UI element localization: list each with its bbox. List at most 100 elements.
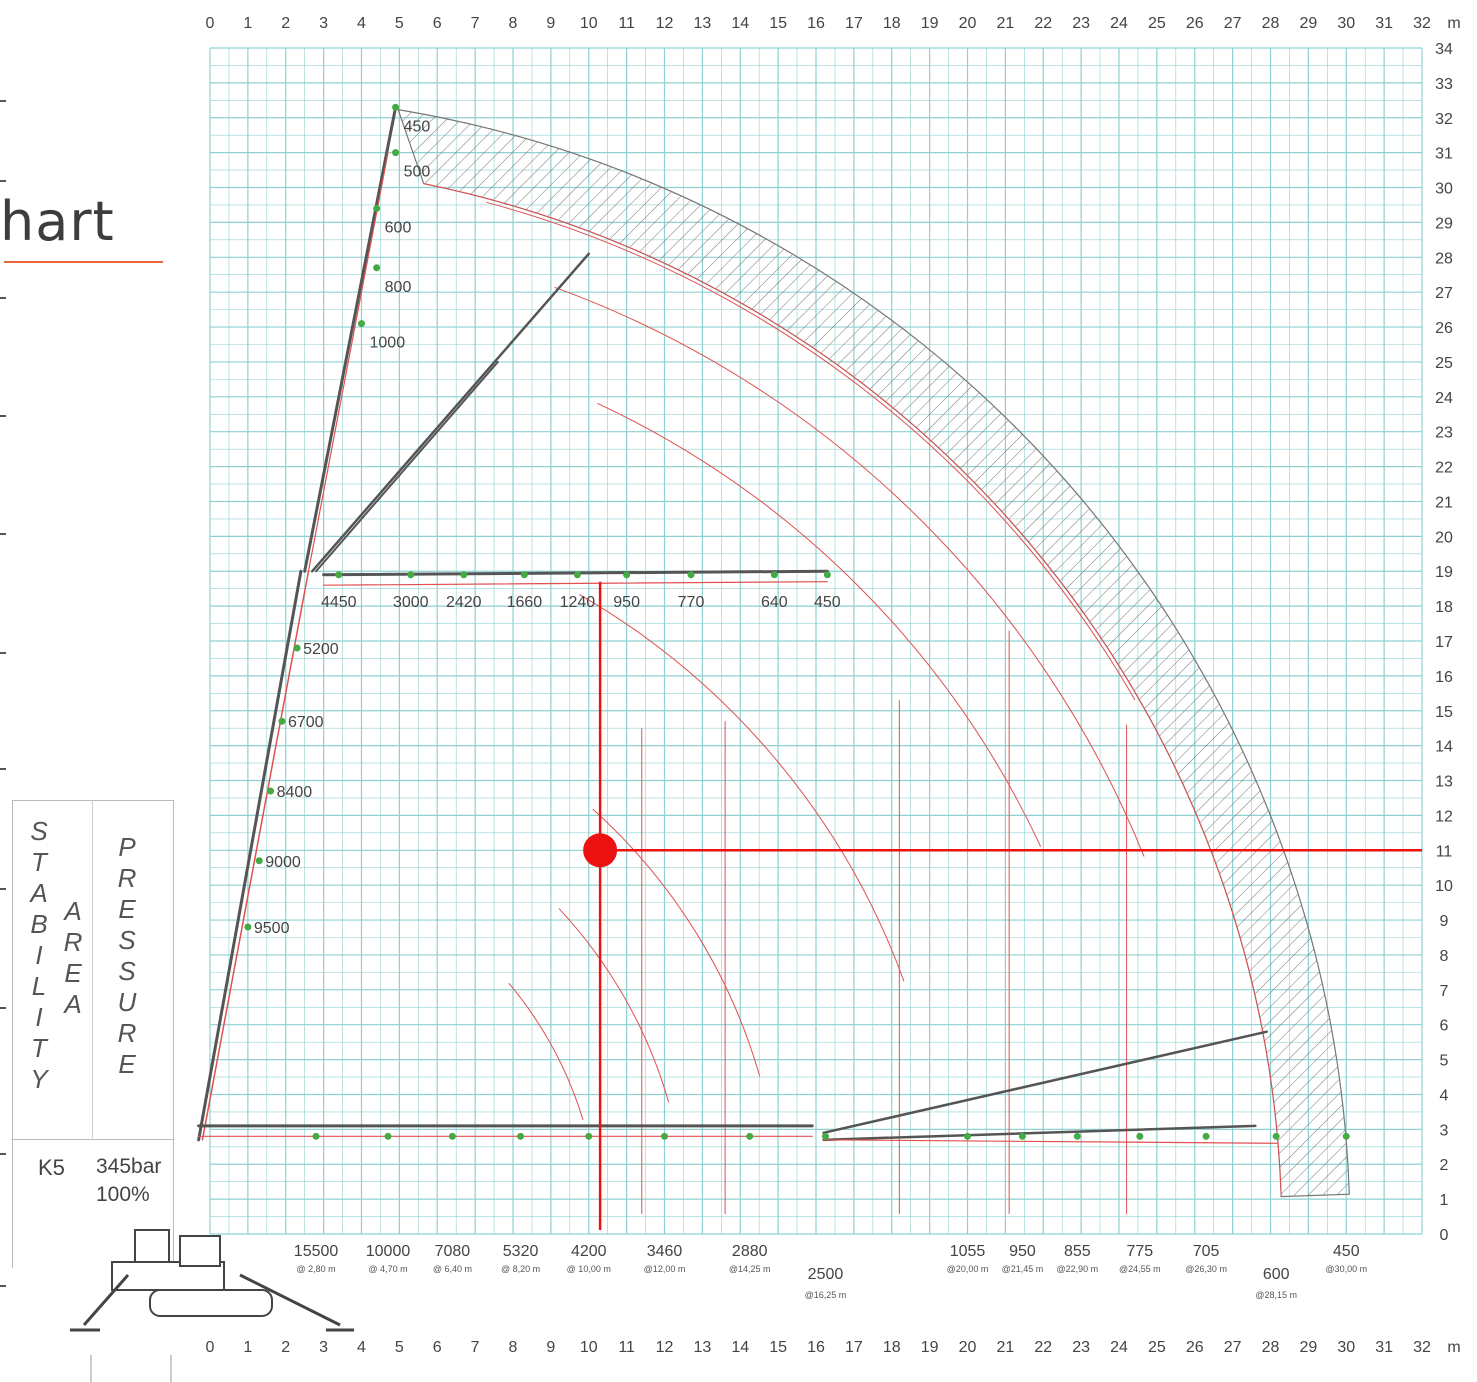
load-label: 8400 <box>277 784 313 801</box>
y-tick-label: 19 <box>1435 564 1453 581</box>
load-label: 500 <box>404 164 431 181</box>
load-label: 7080 <box>435 1243 471 1260</box>
left-edge-tick <box>0 100 6 102</box>
x-tick-label-top: 16 <box>807 15 825 32</box>
reach-arc <box>554 286 1145 857</box>
axis-ticks: 0011223344556677889910101111121213131414… <box>206 15 1461 1356</box>
left-edge-tick <box>0 768 6 770</box>
crane-cab <box>134 1229 170 1263</box>
left-edge-tick <box>0 180 6 182</box>
load-label: 3460 <box>647 1243 683 1260</box>
load-radius-label: @21,45 m <box>1002 1264 1044 1274</box>
legend-box <box>12 800 174 1140</box>
left-edge-tick <box>0 415 6 417</box>
y-tick-label: 34 <box>1435 41 1453 58</box>
crane-illustration <box>70 1229 354 1332</box>
left-edge-tick <box>0 1153 6 1155</box>
x-tick-label-top: 19 <box>921 15 939 32</box>
x-tick-label-bottom: 14 <box>731 1339 749 1356</box>
bottom-rule <box>90 1355 92 1382</box>
reach-arcs <box>486 201 1145 1214</box>
y-tick-label: 27 <box>1435 285 1453 302</box>
load-radius-label: @ 8,20 m <box>501 1264 540 1274</box>
load-label: 855 <box>1064 1243 1091 1260</box>
y-tick-label: 30 <box>1435 181 1453 198</box>
load-point <box>460 571 468 579</box>
y-tick-label: 23 <box>1435 425 1453 442</box>
load-label: 6700 <box>288 714 324 731</box>
y-tick-label: 1 <box>1440 1192 1449 1209</box>
x-tick-label-top: 3 <box>319 15 328 32</box>
x-tick-label-top: 1 <box>243 15 252 32</box>
x-tick-label-bottom: 13 <box>693 1339 711 1356</box>
x-tick-label-bottom: 4 <box>357 1339 366 1356</box>
y-tick-label: 9 <box>1440 913 1449 930</box>
x-tick-label-bottom: 23 <box>1072 1339 1090 1356</box>
pressure-readout: 345bar 100% <box>96 1153 161 1209</box>
envelope-inner-curve <box>423 183 1282 1197</box>
x-tick-label-bottom: 16 <box>807 1339 825 1356</box>
load-radius-label: @12,00 m <box>644 1264 686 1274</box>
load-label: 450 <box>1333 1243 1360 1260</box>
x-unit-label-bottom: m <box>1447 1339 1460 1356</box>
x-tick-label-bottom: 17 <box>845 1339 863 1356</box>
x-tick-label-bottom: 32 <box>1413 1339 1431 1356</box>
load-point <box>392 149 400 157</box>
load-point <box>573 571 581 579</box>
x-tick-label-top: 7 <box>471 15 480 32</box>
reach-arc <box>508 982 584 1121</box>
load-label: 800 <box>385 279 412 296</box>
load-point <box>1342 1132 1350 1140</box>
x-tick-label-top: 25 <box>1148 15 1166 32</box>
x-tick-label-bottom: 0 <box>206 1339 215 1356</box>
load-radius-label: @20,00 m <box>947 1264 989 1274</box>
marker-crosshair <box>583 581 1422 1230</box>
boom-drawing <box>197 105 1279 1144</box>
load-point <box>312 1132 320 1140</box>
x-tick-label-top: 22 <box>1034 15 1052 32</box>
main-boom <box>197 569 303 1142</box>
reach-arc <box>558 908 670 1103</box>
x-tick-label-top: 18 <box>883 15 901 32</box>
x-tick-label-top: 29 <box>1299 15 1317 32</box>
load-point <box>335 571 343 579</box>
x-tick-label-bottom: 31 <box>1375 1339 1393 1356</box>
load-point <box>517 1132 525 1140</box>
left-edge-tick <box>0 652 6 654</box>
load-point <box>623 571 631 579</box>
x-tick-label-top: 8 <box>509 15 518 32</box>
x-tick-label-top: 4 <box>357 15 366 32</box>
load-label: 450 <box>404 118 431 135</box>
y-tick-label: 31 <box>1435 146 1453 163</box>
y-tick-label: 11 <box>1436 843 1453 860</box>
y-tick-label: 6 <box>1440 1018 1449 1035</box>
x-tick-label-bottom: 10 <box>580 1339 598 1356</box>
left-edge-tick <box>0 533 6 535</box>
x-tick-label-top: 23 <box>1072 15 1090 32</box>
y-tick-label: 12 <box>1435 808 1453 825</box>
y-tick-label: 26 <box>1435 320 1453 337</box>
load-point <box>821 1132 829 1140</box>
load-radius-label: @ 4,70 m <box>368 1264 407 1274</box>
load-label: 3000 <box>393 594 429 611</box>
x-tick-label-bottom: 9 <box>546 1339 555 1356</box>
y-tick-label: 18 <box>1435 599 1453 616</box>
load-point <box>267 787 275 795</box>
x-tick-label-top: 13 <box>693 15 711 32</box>
load-label: 1055 <box>950 1243 986 1260</box>
load-point <box>585 1132 593 1140</box>
main-boom-red <box>201 570 310 1141</box>
x-tick-label-bottom: 5 <box>395 1339 404 1356</box>
x-tick-label-top: 24 <box>1110 15 1128 32</box>
reach-arc <box>579 593 905 982</box>
y-tick-label: 8 <box>1440 948 1449 965</box>
y-tick-label: 32 <box>1435 111 1453 128</box>
x-tick-label-bottom: 28 <box>1262 1339 1280 1356</box>
load-radius-label: @30,00 m <box>1325 1264 1367 1274</box>
x-unit-label-top: m <box>1447 15 1460 32</box>
x-tick-label-bottom: 15 <box>769 1339 787 1356</box>
x-tick-label-bottom: 2 <box>281 1339 290 1356</box>
vertical-jib <box>303 105 398 573</box>
